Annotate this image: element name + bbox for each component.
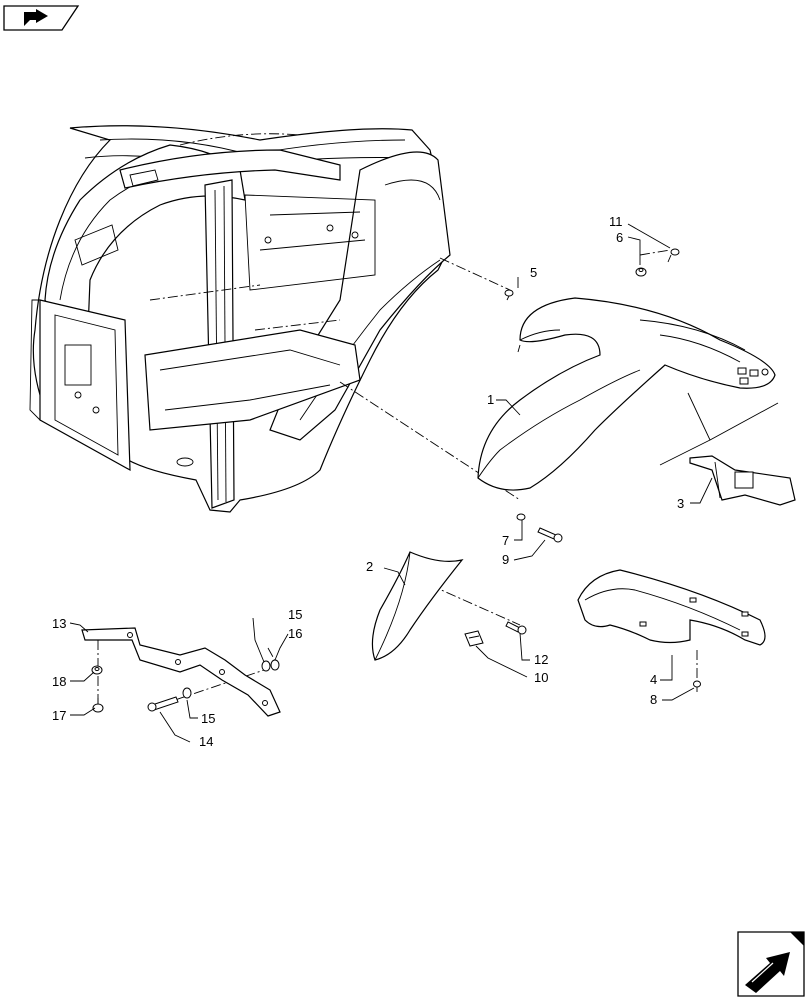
callout-9: 9 bbox=[502, 552, 509, 567]
part-1-fender bbox=[477, 297, 776, 491]
item-9-bolt bbox=[537, 527, 563, 543]
callout-11: 11 bbox=[609, 214, 623, 229]
part-13-strap bbox=[81, 627, 281, 717]
callout-17: 17 bbox=[52, 708, 66, 723]
cab-frame-assembly bbox=[29, 125, 451, 513]
part-3-bracket bbox=[689, 455, 796, 506]
item-11-bolt bbox=[667, 248, 680, 263]
item-5-screw bbox=[504, 289, 514, 301]
item-8-screw bbox=[693, 680, 701, 692]
item-12-bolt bbox=[505, 621, 527, 635]
callout-18: 18 bbox=[52, 674, 66, 689]
next-arrow-icon bbox=[745, 952, 790, 993]
item-14-bolt bbox=[147, 696, 179, 712]
item-15-washer-lower bbox=[182, 687, 192, 699]
item-18-washer bbox=[91, 665, 103, 675]
callout-14: 14 bbox=[199, 734, 213, 749]
callout-1: 1 bbox=[487, 392, 494, 407]
item-10-clip bbox=[464, 630, 484, 647]
callout-10: 10 bbox=[534, 670, 548, 685]
back-arrow-icon bbox=[24, 9, 48, 26]
item-6-nut bbox=[635, 267, 647, 277]
callout-2: 2 bbox=[366, 559, 373, 574]
next-navigation-button[interactable] bbox=[737, 931, 805, 997]
item-17-bolt bbox=[92, 698, 104, 713]
callout-labels: 1 2 3 4 5 6 7 8 9 10 11 12 13 14 15 15 1… bbox=[52, 214, 684, 749]
callout-12: 12 bbox=[534, 652, 548, 667]
callout-15-upper: 15 bbox=[288, 607, 302, 622]
callout-15-lower: 15 bbox=[201, 711, 215, 726]
item-7-washer bbox=[516, 513, 526, 521]
callout-4: 4 bbox=[650, 672, 657, 687]
part-4-liner bbox=[577, 569, 766, 646]
callout-6: 6 bbox=[616, 230, 623, 245]
callout-16: 16 bbox=[288, 626, 302, 641]
detail-break-lines bbox=[659, 392, 779, 466]
callout-leaders bbox=[69, 223, 713, 743]
callout-5: 5 bbox=[530, 265, 537, 280]
callout-8: 8 bbox=[650, 692, 657, 707]
item-16-nut bbox=[270, 659, 280, 671]
callout-13: 13 bbox=[52, 616, 66, 631]
part-2-mudflap bbox=[371, 551, 464, 661]
back-navigation-button[interactable] bbox=[3, 5, 80, 31]
callout-7: 7 bbox=[502, 533, 509, 548]
callout-3: 3 bbox=[677, 496, 684, 511]
item-15-washer-upper bbox=[261, 660, 271, 672]
